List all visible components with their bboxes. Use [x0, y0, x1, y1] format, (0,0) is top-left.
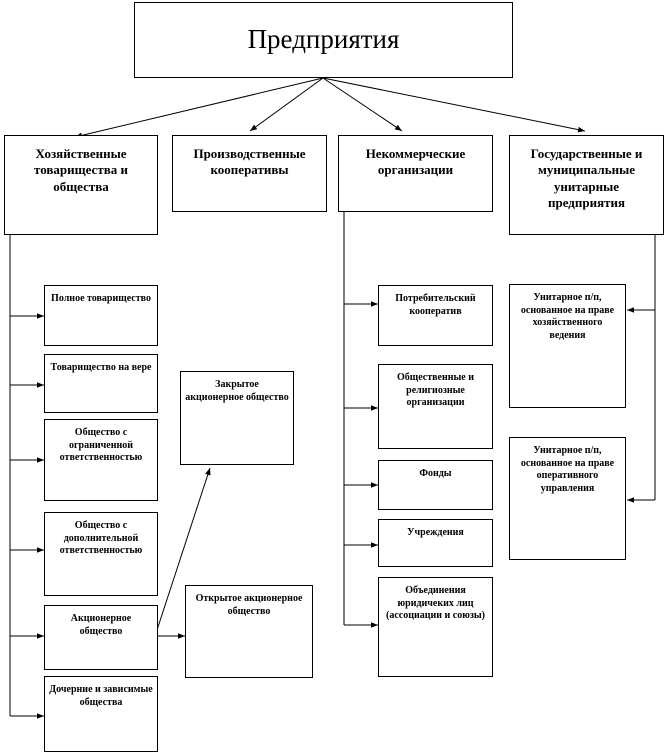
form-limited-partnership: Товарищество на вере — [44, 354, 158, 413]
form-label: Потребительский кооператив — [395, 293, 476, 317]
form-unitary-economic-management: Унитарное п/п, основанное на праве хозяй… — [509, 284, 626, 408]
form-closed-jsc: Закрытое акционерное общество — [180, 371, 294, 465]
form-open-jsc: Открытое акционерное общество — [185, 585, 313, 678]
arrow-to-closed-jsc — [156, 467, 211, 631]
category-business-partnerships: Хозяйственные товарищества и общества — [4, 135, 158, 235]
form-label: Фонды — [419, 468, 452, 479]
form-unitary-operational-management: Унитарное п/п, основанное на праве опера… — [509, 437, 626, 560]
form-funds: Фонды — [378, 460, 493, 510]
form-legal-entity-associations: Объединения юридичеких лиц (ассоциации и… — [378, 577, 493, 677]
form-institutions: Учреждения — [378, 519, 493, 567]
arrow-root-to-nonprofit — [322, 77, 403, 132]
form-label: Товарищество на вере — [50, 362, 152, 373]
category-label: Хозяйственные товарищества и общества — [34, 146, 128, 194]
form-full-partnership: Полное товарищество — [44, 285, 158, 346]
arrow-root-to-unitary — [322, 77, 586, 133]
form-label: Полное товарищество — [51, 293, 151, 304]
category-production-coops: Производственные кооперативы — [172, 135, 327, 212]
form-label: Дочерние и зависимые общества — [49, 684, 153, 708]
form-label: Объединения юридичеких лиц (ассоциации и… — [385, 585, 485, 621]
form-public-religious-orgs: Общественные и религиозные организации — [378, 364, 493, 449]
category-nonprofit: Некоммерческие организации — [338, 135, 493, 212]
form-llc: Общество с ограниченной ответственностью — [44, 419, 158, 501]
form-label: Общество с ограниченной ответственностью — [59, 427, 143, 463]
form-consumer-coop: Потребительский кооператив — [378, 285, 493, 346]
form-label: Учреждения — [407, 527, 464, 538]
form-subsidiaries: Дочерние и зависимые общества — [44, 676, 158, 752]
root-box: Предприятия — [134, 2, 513, 78]
form-label: Общество с дополнительной ответственност… — [59, 520, 143, 556]
arrow-root-to-coops — [249, 77, 324, 132]
root-label: Предприятия — [247, 24, 400, 55]
form-label: Открытое акционерное общество — [195, 593, 303, 617]
category-unitary: Государственные и муниципальные унитарны… — [509, 135, 664, 235]
form-label: Унитарное п/п, основанное на праве хозяй… — [520, 292, 615, 341]
form-additional-liability-company: Общество с дополнительной ответственност… — [44, 512, 158, 596]
form-label: Закрытое акционерное общество — [185, 379, 289, 403]
form-label: Общественные и религиозные организации — [396, 372, 474, 408]
form-joint-stock-company: Акционерное общество — [44, 605, 158, 670]
form-label: Акционерное общество — [70, 613, 132, 637]
category-label: Производственные кооперативы — [193, 146, 306, 178]
category-label: Некоммерческие организации — [365, 146, 466, 178]
category-label: Государственные и муниципальные унитарны… — [530, 146, 643, 210]
arrow-root-to-business — [74, 77, 324, 139]
form-label: Унитарное п/п, основанное на праве опера… — [520, 445, 615, 494]
